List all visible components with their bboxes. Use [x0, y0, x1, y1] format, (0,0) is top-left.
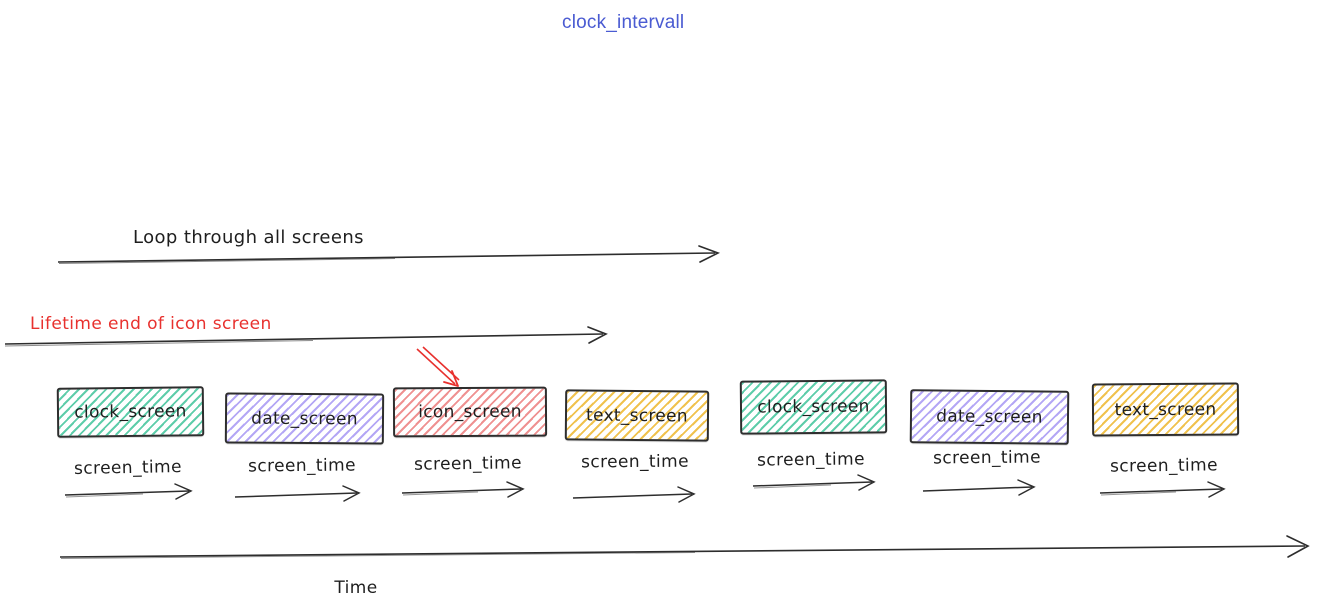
screen-box-clock-2: clock_screen	[739, 379, 888, 435]
screen-box-label: text_screen	[1114, 399, 1217, 420]
lifetime-label: Lifetime end of icon screen	[30, 314, 272, 334]
screen-time-label: screen_time	[1109, 455, 1219, 477]
screen-time-arrow	[234, 485, 361, 502]
screen-box-label: icon_screen	[418, 401, 522, 423]
icon-screen-pointer-arrow	[416, 346, 460, 387]
screen-box-date-1: date_screen	[224, 392, 385, 445]
loop-arrow-label: Loop through all screens	[133, 227, 364, 248]
screen-box-icon-1: icon_screen	[392, 386, 548, 438]
screen-time-label: screen_time	[581, 451, 689, 473]
screen-time-arrow	[922, 479, 1036, 496]
screen-time-label: screen_time	[247, 455, 356, 477]
screen-box-label: text_screen	[585, 405, 689, 426]
screen-time-arrow	[1099, 481, 1226, 498]
screen-time-label: screen_time	[413, 453, 523, 475]
screen-time-arrow	[572, 486, 696, 503]
screen-box-text-1: text_screen	[564, 389, 710, 442]
screen-time-arrow	[752, 474, 876, 491]
diagram-title: clock_intervall	[562, 12, 685, 33]
screen-box-label: clock_screen	[757, 396, 870, 418]
time-axis-label: Time	[334, 578, 378, 598]
screen-time-arrow	[401, 481, 525, 498]
screen-box-label: date_screen	[936, 406, 1043, 428]
screen-time-label: screen_time	[932, 447, 1041, 469]
screen-box-label: date_screen	[251, 408, 358, 429]
screen-time-arrow	[64, 483, 193, 500]
screen-time-label: screen_time	[756, 449, 866, 471]
time-axis-arrow	[59, 535, 1310, 559]
lifetime-arrow	[4, 326, 608, 347]
screen-time-label: screen_time	[73, 457, 183, 479]
loop-arrow	[57, 245, 721, 264]
screen-box-label: clock_screen	[74, 401, 187, 423]
screen-box-clock-1: clock_screen	[56, 386, 205, 438]
screen-box-text-2: text_screen	[1091, 382, 1240, 437]
screen-box-date-2: date_screen	[909, 389, 1070, 445]
